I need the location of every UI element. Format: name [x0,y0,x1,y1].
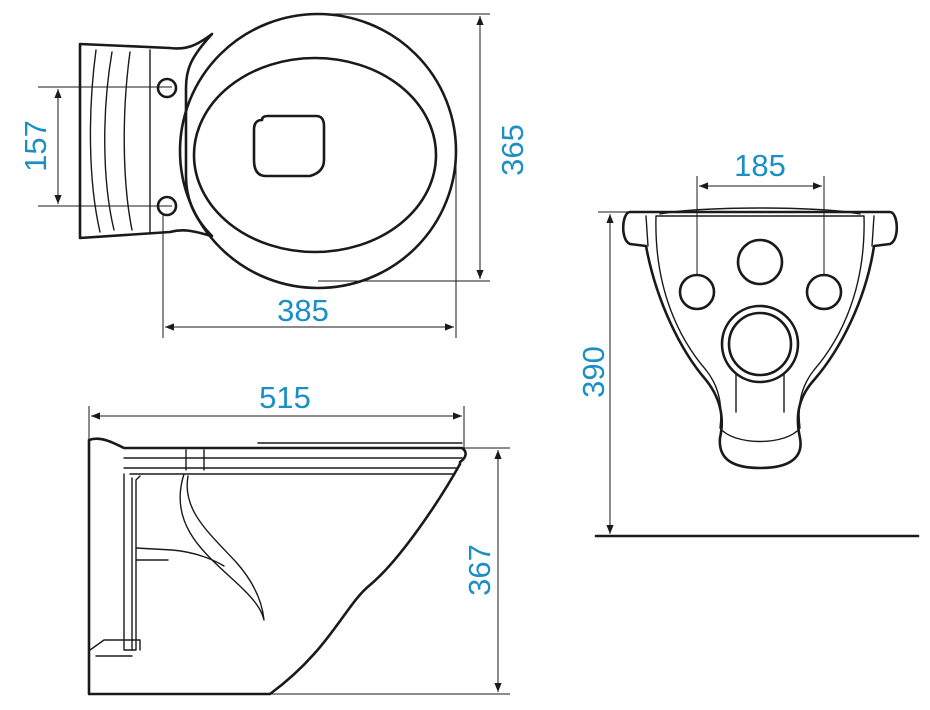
top-view-flange-curve-2 [104,51,115,231]
top-view-flange-curve-3 [123,51,133,231]
front-view-rim [659,207,861,215]
top-view-bowl-inner [192,56,438,254]
dimension-185-label: 185 [734,148,786,183]
side-view-outlet [89,639,141,657]
front-view-right-hole [805,273,843,311]
top-view-flange-curve [89,49,101,233]
dimension-390-label: 390 [576,346,611,398]
top-view-dimensions: 157 365 385 [18,13,530,338]
front-view-body [621,210,899,470]
front-view-outlet-channel [735,373,785,413]
dimension-385-label: 385 [277,293,329,328]
side-view-trapway [179,473,265,621]
top-view-bolt-hole-upper [156,77,178,99]
front-view-top-ledge [645,215,875,247]
top-view-bowl-outer [178,12,458,290]
dimension-515-label: 515 [259,380,311,415]
top-view-flange [78,32,214,240]
top-view [78,12,458,290]
front-view-left-hole [678,273,716,311]
side-view-dimensions: 515 367 [88,380,510,695]
dimension-157-label: 157 [18,120,53,172]
dimension-367-label: 367 [462,544,497,596]
side-view [87,437,467,696]
side-view-body [87,437,467,696]
top-view-drain [252,114,326,178]
front-view-center-hole [736,238,784,286]
front-view-dimensions: 185 390 [576,148,825,534]
front-view [594,207,920,538]
side-view-inner-curve [135,547,225,567]
front-view-inner-outline [655,215,865,443]
side-view-back-wall [123,473,141,651]
side-view-hinge [185,449,205,471]
front-view-outlet-inner [727,311,793,377]
front-view-outlet-outer [720,304,800,384]
dimension-365-label: 365 [495,124,530,176]
